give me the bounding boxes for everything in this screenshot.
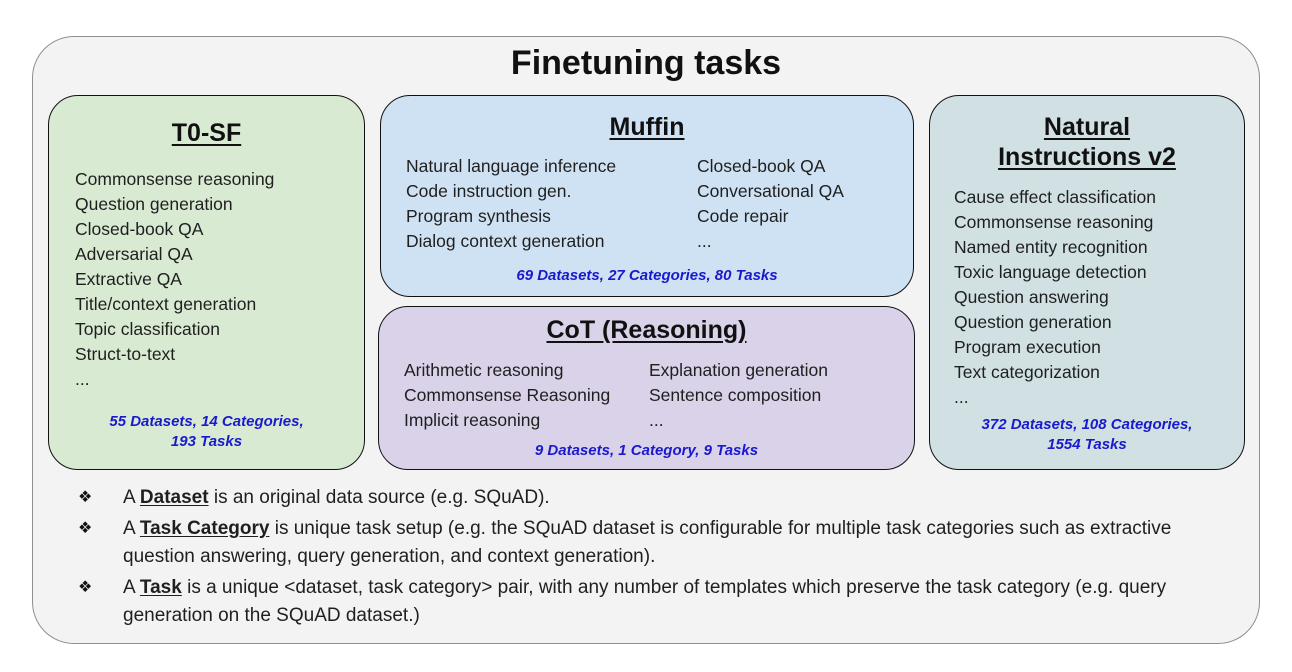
list-item: Commonsense reasoning (75, 169, 275, 189)
t0sf-title: T0-SF (171, 119, 242, 147)
definition-term: Dataset (139, 487, 209, 508)
ni-stats: 372 Datasets, 108 Categories, 1554 Tasks (930, 415, 1244, 455)
list-item: Commonsense Reasoning (404, 385, 611, 405)
list-item: Program execution (954, 337, 1101, 357)
diamond-bullet-icon: ❖ (78, 579, 93, 596)
list-item: ... (954, 387, 969, 407)
definition-dataset: ❖ A Dataset is an original data source (… (78, 484, 1238, 512)
definition-prefix: A (123, 577, 140, 598)
list-item: ... (649, 410, 664, 430)
list-item: Question answering (954, 287, 1109, 307)
list-item: Adversarial QA (75, 244, 193, 264)
ni-stats-line1: 372 Datasets, 108 Categories, (981, 416, 1193, 433)
definition-task-category: ❖ A Task Category is unique task setup (… (78, 515, 1238, 571)
list-item: Closed-book QA (75, 219, 204, 239)
definitions-list: ❖ A Dataset is an original data source (… (78, 484, 1238, 633)
list-item: Text categorization (954, 362, 1100, 382)
list-item: ... (75, 369, 90, 389)
definition-term: Task (139, 577, 182, 598)
list-item: Arithmetic reasoning (404, 360, 564, 380)
muffin-title: Muffin (609, 113, 685, 141)
ni-items: Cause effect classification Commonsense … (954, 185, 1156, 410)
cot-title: CoT (Reasoning) (546, 316, 747, 344)
t0sf-stats: 55 Datasets, 14 Categories, 193 Tasks (49, 412, 364, 452)
diamond-bullet-icon: ❖ (78, 489, 93, 506)
definition-task: ❖ A Task is a unique <dataset, task cate… (78, 574, 1238, 630)
list-item: Implicit reasoning (404, 410, 541, 430)
definition-text: is an original data source (e.g. SQuAD). (208, 487, 550, 508)
list-item: Title/context generation (75, 294, 257, 314)
list-item: Natural language inference (406, 156, 617, 176)
list-item: Struct-to-text (75, 344, 176, 364)
list-item: ... (697, 231, 712, 251)
muffin-col1: Natural language inference Code instruct… (406, 154, 616, 254)
diamond-bullet-icon: ❖ (78, 520, 93, 537)
list-item: Code instruction gen. (406, 181, 572, 201)
list-item: Sentence composition (649, 385, 822, 405)
muffin-box: Muffin Natural language inference Code i… (380, 95, 914, 297)
definition-prefix: A (123, 518, 140, 539)
t0sf-stats-line1: 55 Datasets, 14 Categories, (109, 413, 304, 430)
list-item: Closed-book QA (697, 156, 826, 176)
list-item: Named entity recognition (954, 237, 1148, 257)
list-item: Cause effect classification (954, 187, 1157, 207)
list-item: Extractive QA (75, 269, 182, 289)
ni-title-line1: Natural (1043, 113, 1131, 141)
list-item: Dialog context generation (406, 231, 605, 251)
list-item: Explanation generation (649, 360, 829, 380)
ni-stats-line2: 1554 Tasks (1047, 436, 1127, 453)
muffin-stats: 69 Datasets, 27 Categories, 80 Tasks (516, 267, 778, 284)
muffin-col2: Closed-book QA Conversational QA Code re… (697, 154, 844, 254)
ni-title-line2: Instructions v2 (998, 143, 1176, 171)
cot-col2: Explanation generation Sentence composit… (649, 358, 828, 433)
list-item: Topic classification (75, 319, 220, 339)
definition-text: is unique task setup (e.g. the SQuAD dat… (123, 518, 1172, 567)
cot-box: CoT (Reasoning) Arithmetic reasoning Com… (378, 306, 915, 470)
ni-title: Natural Instructions v2 (930, 112, 1244, 172)
list-item: Question generation (75, 194, 233, 214)
definition-prefix: A (123, 487, 140, 508)
list-item: Toxic language detection (954, 262, 1147, 282)
list-item: Question generation (954, 312, 1112, 332)
t0sf-stats-line2: 193 Tasks (170, 433, 243, 450)
definition-term: Task Category (139, 518, 270, 539)
page-title: Finetuning tasks (510, 44, 782, 82)
cot-stats: 9 Datasets, 1 Category, 9 Tasks (534, 442, 759, 459)
cot-col1: Arithmetic reasoning Commonsense Reasoni… (404, 358, 610, 433)
definition-text: is a unique <dataset, task category> pai… (123, 577, 1167, 626)
t0sf-items: Commonsense reasoning Question generatio… (75, 167, 274, 392)
ni-box: Natural Instructions v2 Cause effect cla… (929, 95, 1245, 470)
list-item: Code repair (697, 206, 789, 226)
t0sf-box: T0-SF Commonsense reasoning Question gen… (48, 95, 365, 470)
list-item: Program synthesis (406, 206, 551, 226)
list-item: Commonsense reasoning (954, 212, 1154, 232)
list-item: Conversational QA (697, 181, 844, 201)
